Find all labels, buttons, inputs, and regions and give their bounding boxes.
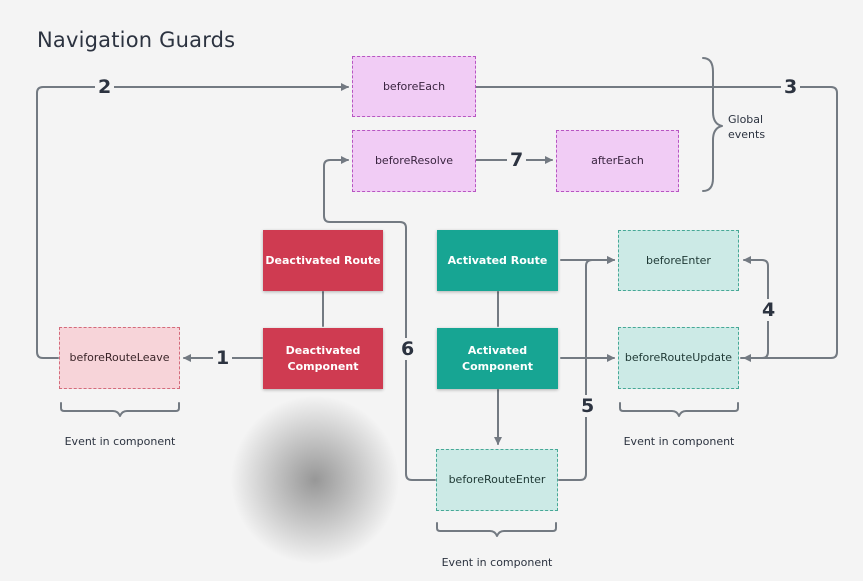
step-4-label: 4 — [759, 299, 779, 321]
activated-component-box: Activated Component — [437, 328, 558, 389]
before-each-box: beforeEach — [352, 56, 476, 117]
step-6-label: 6 — [398, 338, 418, 360]
step-5-label: 5 — [578, 395, 598, 417]
global-events-label: Global events — [728, 113, 766, 141]
before-enter-box: beforeEnter — [618, 230, 739, 291]
step-7-label: 7 — [507, 149, 527, 171]
caption-left: Event in component — [64, 435, 176, 448]
before-route-leave-box: beforeRouteLeave — [59, 327, 180, 389]
activated-route-box: Activated Route — [437, 230, 558, 291]
deactivated-route-box: Deactivated Route — [263, 230, 383, 291]
blur-artifact — [230, 395, 400, 565]
page-title: Navigation Guards — [37, 28, 236, 52]
caption-right: Event in component — [623, 435, 735, 448]
arrow-3 — [475, 86, 838, 362]
brace-left — [60, 402, 180, 417]
brace-right — [619, 402, 739, 417]
step-3-label: 3 — [781, 76, 801, 98]
global-brace — [702, 57, 723, 192]
before-resolve-box: beforeResolve — [352, 130, 476, 192]
arrow-2 — [36, 83, 349, 359]
deactivated-component-box: Deactivated Component — [263, 328, 383, 389]
before-route-update-box: beforeRouteUpdate — [618, 327, 739, 389]
arrow-6 — [323, 156, 436, 481]
brace-bottom — [436, 522, 557, 537]
caption-bottom: Event in component — [441, 556, 553, 569]
step-1-label: 1 — [213, 347, 233, 369]
after-each-box: afterEach — [556, 130, 679, 192]
before-route-enter-box: beforeRouteEnter — [436, 449, 558, 511]
step-2-label: 2 — [95, 76, 115, 98]
